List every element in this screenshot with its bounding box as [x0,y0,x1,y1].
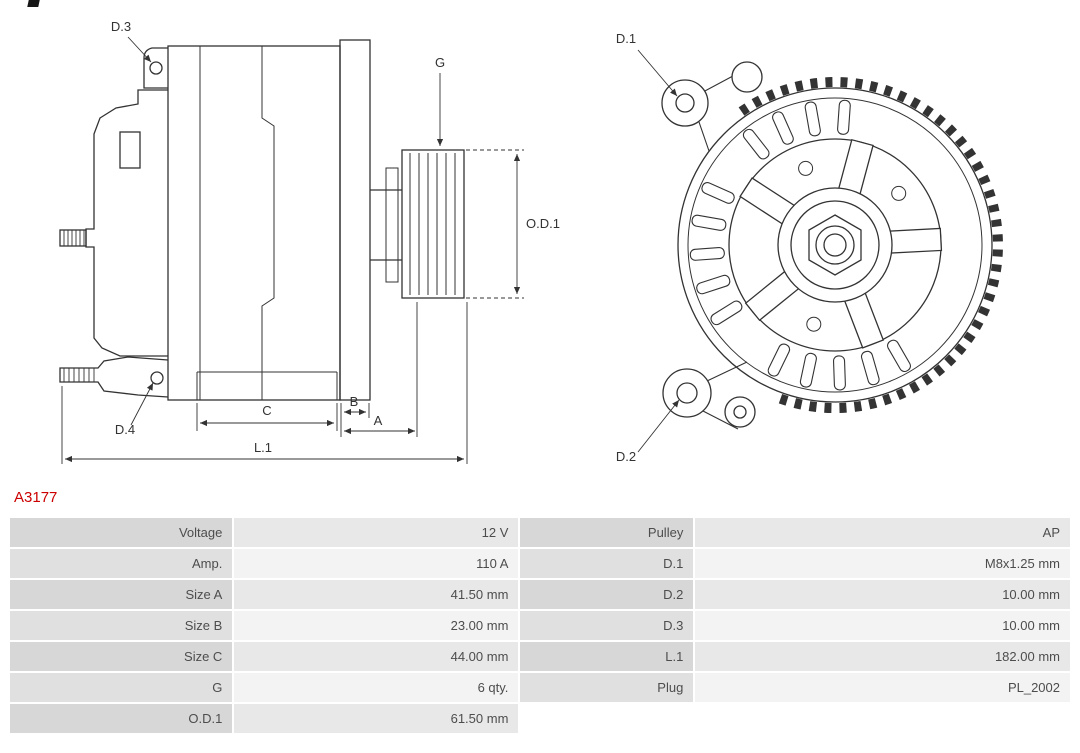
spec-value: 6 qty. [234,673,519,702]
mounting-lug-top [661,61,763,152]
spec-label-empty [520,704,694,733]
mounting-lug-bottom [662,361,756,430]
table-row: Size A 41.50 mm D.2 10.00 mm [10,580,1070,609]
label-d4: D.4 [115,422,135,437]
spec-label: Size C [10,642,233,671]
label-b: B [350,394,359,409]
label-g: G [435,55,445,70]
spec-value: 110 A [234,549,519,578]
spec-label: O.D.1 [10,704,233,733]
spec-label: D.2 [520,580,694,609]
terminal-stud [59,229,87,247]
outer-contour [677,87,993,403]
spec-label: L.1 [520,642,694,671]
spec-label: D.1 [520,549,694,578]
table-row: Size C 44.00 mm L.1 182.00 mm [10,642,1070,671]
spec-value: 182.00 mm [695,642,1070,671]
spec-label: D.3 [520,611,694,640]
spec-value: 12 V [234,518,519,547]
spec-value: AP [695,518,1070,547]
spec-label: Amp. [10,549,233,578]
spec-label: Size A [10,580,233,609]
spec-label: Size B [10,611,233,640]
technical-drawings: D.3 G O.D.1 D.4 C B A L.1 [59,19,1003,464]
label-c: C [262,403,271,418]
label-a: A [374,413,383,428]
label-od1: O.D.1 [526,216,560,231]
table-row: Voltage 12 V Pulley AP [10,518,1070,547]
table-row: G 6 qty. Plug PL_2002 [10,673,1070,702]
spec-value: 10.00 mm [695,611,1070,640]
spec-label: G [10,673,233,702]
vent-slots [689,99,911,391]
spec-value-empty [695,704,1070,733]
spec-value: 23.00 mm [234,611,519,640]
label-d3: D.3 [111,19,131,34]
top-mounting-ear [143,47,168,89]
dimension-lines [61,36,524,464]
pulley [401,149,465,299]
stator-teeth [738,77,1003,413]
alternator-side-view-drawing: D.3 G O.D.1 D.4 C B A L.1 [59,19,560,464]
spec-label: Voltage [10,518,233,547]
shaft-hex-nut [808,214,862,276]
label-l1: L.1 [254,440,272,455]
table-row: Amp. 110 A D.1 M8x1.25 mm [10,549,1070,578]
spec-label: Plug [520,673,694,702]
part-number: A3177 [14,489,58,506]
spec-table: Voltage 12 V Pulley AP Amp. 110 A D.1 M8… [8,516,1072,735]
alternator-body-outline [59,39,465,401]
alternator-front-view-drawing: D.1 D.2 [616,31,1003,464]
lower-mounting-bracket [59,356,169,398]
table-row: Size B 23.00 mm D.3 10.00 mm [10,611,1070,640]
spec-value: PL_2002 [695,673,1070,702]
spec-value: M8x1.25 mm [695,549,1070,578]
spec-value: 61.50 mm [234,704,519,733]
spec-value: 41.50 mm [234,580,519,609]
spec-label: Pulley [520,518,694,547]
label-d1: D.1 [616,31,636,46]
front-view-leaders [637,49,680,453]
pulley-face [728,138,943,352]
label-d2: D.2 [616,449,636,464]
spec-value: 10.00 mm [695,580,1070,609]
table-row: O.D.1 61.50 mm [10,704,1070,733]
spec-value: 44.00 mm [234,642,519,671]
